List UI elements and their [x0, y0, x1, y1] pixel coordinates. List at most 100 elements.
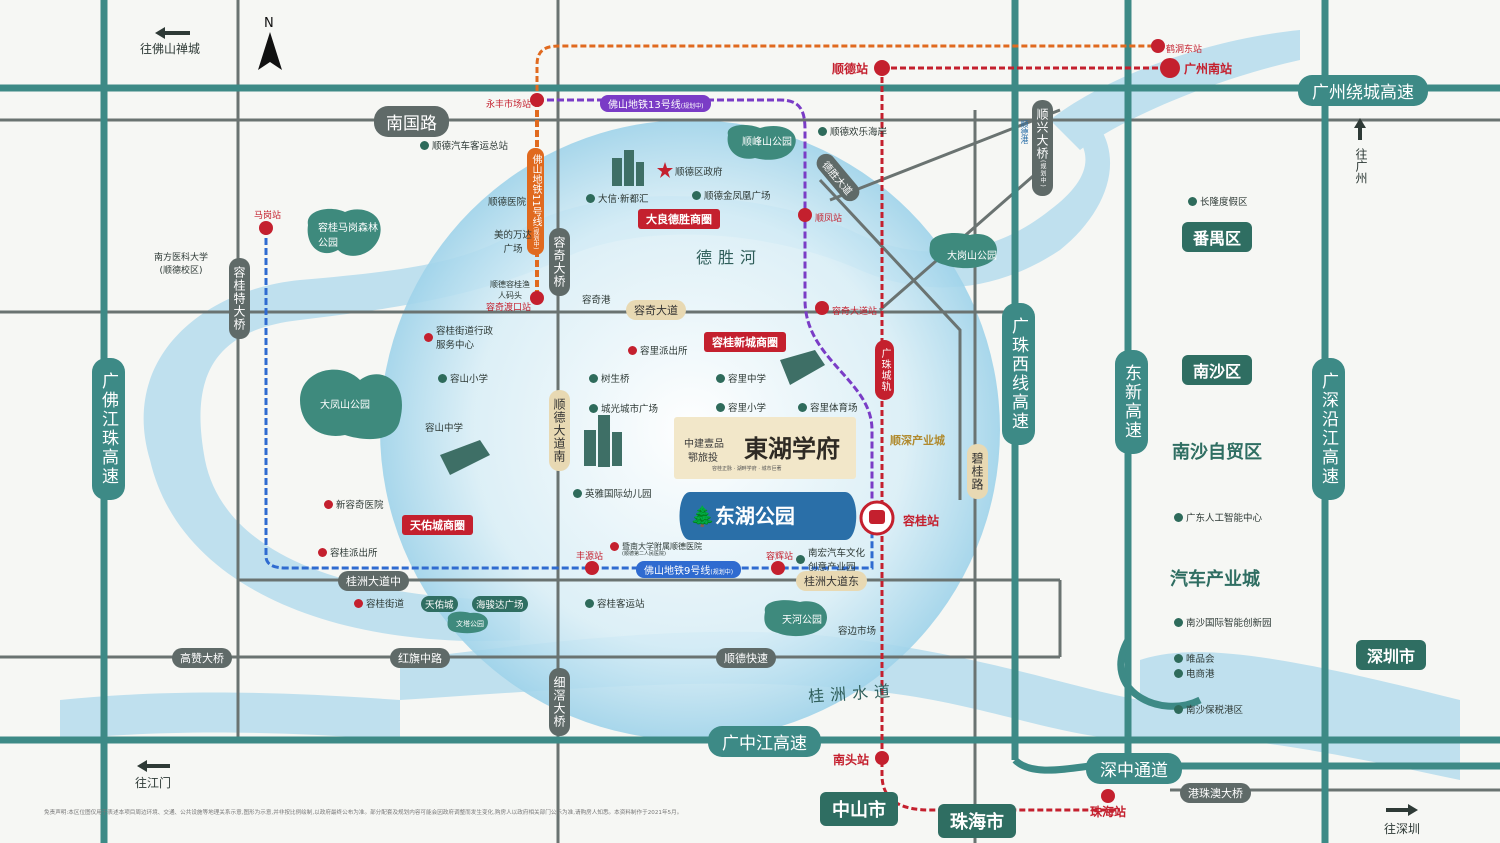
- hw-shenzhong: 深中通道: [1086, 753, 1182, 784]
- compass-arrow: [258, 32, 282, 70]
- road-xiyong-bridge: 细滘大桥: [549, 668, 570, 736]
- district-zhongshan: 中山市: [820, 792, 898, 826]
- donghu-park-shape: [679, 492, 857, 540]
- resort-icon: [1188, 196, 1197, 206]
- project-tagline: 容桂正脉 · 湖畔学府 · 城市巨著: [712, 466, 782, 472]
- river-desheng: 德胜河: [696, 248, 763, 267]
- bus-icon: [585, 598, 594, 608]
- police-icon: [628, 345, 637, 355]
- metro-line-9: [264, 228, 874, 570]
- station-yongfeng[interactable]: 永丰市场站: [486, 100, 532, 110]
- poi-changlong: 长隆度假区: [1188, 194, 1248, 208]
- poi-bonded: 南沙保税港区: [1174, 702, 1243, 716]
- hospital-icon: [610, 542, 619, 551]
- station-ronggui[interactable]: 容桂站: [903, 514, 940, 528]
- road-nanguo: 南国路: [374, 106, 449, 137]
- station-fengyuan[interactable]: 丰源站: [576, 552, 604, 562]
- station-gz-south[interactable]: 广州南站: [1184, 62, 1233, 76]
- biz-tianyou: 天佑城商圈: [402, 515, 473, 535]
- developer-2: 鄂旅投: [688, 453, 718, 464]
- poi-bus-ronggui: 容桂客运站: [585, 596, 645, 610]
- school-icon: [573, 488, 582, 498]
- station-shunde[interactable]: 顺德站: [832, 62, 869, 76]
- road-hkzm-bridge: 港珠澳大桥: [1180, 783, 1251, 803]
- poi-dasin: 大信·新都汇: [586, 191, 649, 205]
- road-hongqi: 红旗中路: [390, 648, 450, 668]
- dir-guangzhou: 往广州: [1354, 148, 1368, 184]
- disclaimer: 免责声明:本区位图仅用于表述本项目周边环境、交通、公共设施等地理关系示意,图形为…: [44, 810, 683, 816]
- poi-ec-port: 电商港: [1174, 666, 1215, 680]
- metro-line-13: [537, 98, 874, 515]
- park-wenta: 文塔公园: [456, 620, 484, 628]
- shop-icon: [589, 373, 598, 383]
- project-card: 中建壹品 鄂旅投 東湖学府 容桂正脉 · 湖畔学府 · 城市巨著: [674, 417, 856, 479]
- industry-icon: [1174, 668, 1183, 678]
- industry-icon: [1174, 704, 1183, 714]
- poi-sports: 容里体育场: [798, 400, 858, 414]
- hw-guangzhou-ring: 广州绕城高速: [1298, 75, 1428, 106]
- poi-ronggui-middle: 容里中学: [716, 371, 766, 385]
- school-icon: [716, 402, 725, 412]
- road-gaozan-bridge: 高赞大桥: [172, 648, 232, 668]
- road-rongqi-bridge: 容奇大桥: [549, 228, 570, 296]
- shop-icon: [692, 190, 701, 200]
- shunshen-industrial: 顺深产业城: [890, 434, 945, 447]
- station-magang[interactable]: 马岗站: [254, 211, 282, 221]
- road-rongqi-avenue: 容奇大道: [626, 300, 686, 320]
- park-icon: [818, 126, 827, 136]
- district-nansha-ftz: 南沙自贸区: [1172, 442, 1262, 463]
- park-dafeng: 大凤山公园: [320, 400, 370, 411]
- gov-icon: [424, 332, 433, 342]
- metro-line-9-label: 佛山地铁9号线(规划中): [636, 561, 742, 578]
- station-hedong[interactable]: 鹤洞东站: [1166, 45, 1203, 55]
- developer-1: 中建壹品: [684, 439, 724, 450]
- park-shunfeng: 顺峰山公园: [742, 137, 792, 148]
- station-nantou[interactable]: 南头站: [833, 753, 870, 767]
- station-rongqi-ave[interactable]: 容奇大道站: [832, 307, 878, 317]
- dir-jiangmen: 往江门: [135, 776, 172, 790]
- metro-line-11-label: 佛山地铁11号线(规划中): [527, 148, 544, 256]
- sports-icon: [798, 402, 807, 412]
- bus-icon: [420, 140, 429, 150]
- park-tianhe: 天河公园: [782, 615, 822, 626]
- poi-shushengqiao: 树生桥: [589, 371, 630, 385]
- station-shunfeng[interactable]: 顺凤站: [815, 214, 843, 224]
- poi-tianyou-city: 天佑城: [421, 596, 458, 612]
- poi-rongqi-port: 容奇港: [582, 295, 611, 306]
- station-rongqi-ferry[interactable]: 容奇渡口站: [486, 303, 532, 313]
- road-guizhou-east: 桂洲大道东: [796, 571, 867, 591]
- poi-shunde-port: 顺德港: [1020, 120, 1029, 144]
- station-zhuhai[interactable]: 珠海站: [1090, 805, 1127, 819]
- road-guangzhu-rail: 广珠城轨: [875, 340, 894, 400]
- poi-ronggui-street: 容桂街道: [354, 596, 404, 610]
- police-icon: [318, 547, 327, 557]
- poi-innov-park: 南沙国际智能创新园: [1174, 615, 1272, 629]
- poi-meide: 美的万达广场: [494, 230, 533, 255]
- district-zhuhai: 珠海市: [938, 804, 1016, 838]
- direction-arrows: [137, 27, 1418, 816]
- district-auto-city: 汽车产业城: [1170, 569, 1260, 590]
- dir-shenzhen: 往深圳: [1384, 822, 1421, 836]
- hw-guangzhongjiang: 广中江高速: [708, 726, 821, 757]
- hospital-icon: [324, 499, 333, 509]
- poi-chengguang: 城光城市广场: [589, 401, 658, 415]
- shop-icon: [586, 193, 595, 203]
- hw-shenzhen-river: 广深沿江高速: [1312, 358, 1345, 500]
- hw-foshan-river: 广佛江珠高速: [92, 358, 125, 500]
- poi-rongli-police: 容里派出所: [628, 343, 688, 357]
- poi-ai-center: 广东人工智能中心: [1174, 510, 1262, 524]
- road-shunxing-bridge: 顺兴大桥(规划中): [1032, 100, 1053, 196]
- poi-rongshan-middle: 容山中学: [425, 423, 464, 434]
- poi-nanhong: 南宏汽车文化创意产业园: [796, 545, 868, 573]
- poi-haijunda: 海骏达广场: [472, 596, 528, 612]
- district-nansha: 南沙区: [1182, 355, 1253, 385]
- industry-icon: [796, 554, 805, 564]
- gov-star-icon: [657, 162, 673, 178]
- station-ronghui[interactable]: 容辉站: [766, 552, 794, 562]
- shop-icon: [589, 403, 598, 413]
- building-icons: [440, 150, 825, 475]
- road-bigui: 碧桂路: [967, 444, 988, 499]
- donghu-park-label[interactable]: 🌲东湖公园: [690, 504, 795, 528]
- industry-icon: [1174, 617, 1183, 627]
